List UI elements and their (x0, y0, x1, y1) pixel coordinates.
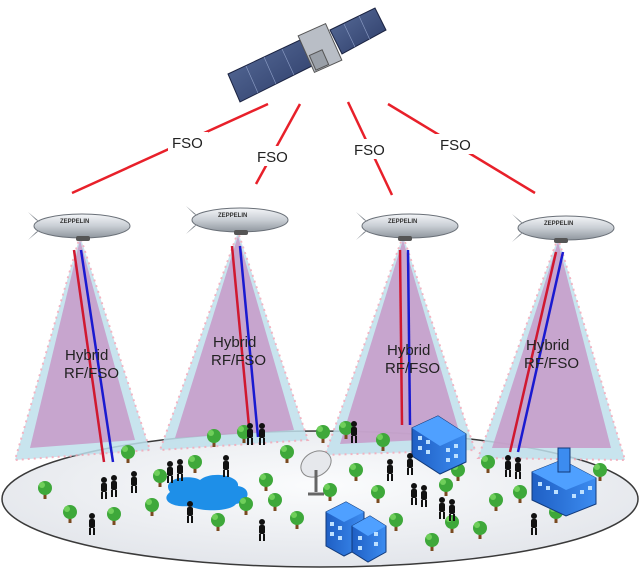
tree-icon (38, 481, 52, 499)
person-icon (111, 475, 117, 497)
people (89, 421, 537, 541)
tree-icon (389, 513, 403, 531)
person-icon (177, 459, 183, 481)
person-icon (259, 423, 265, 445)
tree-icon (371, 485, 385, 503)
airship-3: ZEPPELIN (356, 212, 459, 241)
person-icon (421, 485, 427, 507)
tree-icon (121, 445, 135, 463)
tree-icon (473, 521, 487, 539)
tree-icon (145, 498, 159, 516)
tree-icon (481, 455, 495, 473)
person-icon (187, 501, 193, 523)
beams (13, 228, 627, 462)
beam-label-1-line2: RF/FSO (64, 365, 119, 382)
person-icon (531, 513, 537, 535)
airship-text-3: ZEPPELIN (388, 219, 417, 225)
airship-text-2: ZEPPELIN (218, 213, 247, 219)
tree-icon (259, 473, 273, 491)
tree-icon (290, 511, 304, 529)
airship-2: ZEPPELIN (186, 206, 289, 235)
fso-label-4: FSO (440, 137, 471, 154)
person-icon (407, 453, 413, 475)
tree-icon (489, 493, 503, 511)
trees (38, 421, 607, 551)
beam-2 (158, 228, 310, 452)
building-icon (411, 415, 467, 475)
beam-label-1-line1: Hybrid (65, 347, 108, 364)
person-icon (449, 499, 455, 521)
airship-text-4: ZEPPELIN (544, 221, 573, 227)
tree-icon (280, 445, 294, 463)
tree-icon (268, 493, 282, 511)
airship-1: ZEPPELIN (28, 212, 131, 241)
fso-label-1: FSO (172, 135, 203, 152)
beam-label-2-line2: RF/FSO (211, 352, 266, 369)
tree-icon (188, 455, 202, 473)
beam-label-3-line2: RF/FSO (385, 360, 440, 377)
tree-icon (207, 429, 221, 447)
beam-label-4-line1: Hybrid (526, 337, 569, 354)
tree-icon (63, 505, 77, 523)
person-icon (439, 497, 445, 519)
tree-icon (153, 469, 167, 487)
tree-icon (239, 497, 253, 515)
tree-icon (439, 478, 453, 496)
satellite-icon (227, 7, 387, 103)
person-icon (387, 459, 393, 481)
person-icon (131, 471, 137, 493)
person-icon (259, 519, 265, 541)
beam-label-2-line1: Hybrid (213, 334, 256, 351)
tree-icon (323, 483, 337, 501)
building-icon (531, 447, 597, 517)
satellite-dish-icon (300, 450, 332, 496)
lake-icon (166, 474, 248, 511)
person-icon (89, 513, 95, 535)
tree-icon (349, 463, 363, 481)
tree-icon (376, 433, 390, 451)
person-icon (223, 455, 229, 477)
rf-fso-lines (72, 245, 565, 463)
beam-label-4-line2: RF/FSO (524, 355, 579, 372)
fso-label-3: FSO (354, 142, 385, 159)
person-icon (505, 455, 511, 477)
person-icon (515, 457, 521, 479)
person-icon (101, 477, 107, 499)
airship-text-1: ZEPPELIN (60, 219, 89, 225)
building-icon (325, 501, 387, 563)
airship-icon (356, 212, 459, 241)
tree-icon (339, 421, 353, 439)
person-icon (167, 461, 173, 483)
fso-label-2: FSO (257, 149, 288, 166)
tree-icon (513, 485, 527, 503)
tree-icon (425, 533, 439, 551)
airship-icon (28, 212, 131, 241)
airship-4: ZEPPELIN (512, 214, 615, 243)
person-icon (247, 423, 253, 445)
beam-1 (13, 232, 152, 462)
airship-icon (512, 214, 615, 243)
person-icon (411, 483, 417, 505)
person-icon (351, 421, 357, 443)
tree-icon (107, 507, 121, 525)
beam-label-3-line1: Hybrid (387, 342, 430, 359)
tree-icon (593, 463, 607, 481)
fso-link-2 (254, 103, 302, 185)
airship-icon (186, 206, 289, 235)
tree-icon (211, 513, 225, 531)
tree-icon (316, 425, 330, 443)
